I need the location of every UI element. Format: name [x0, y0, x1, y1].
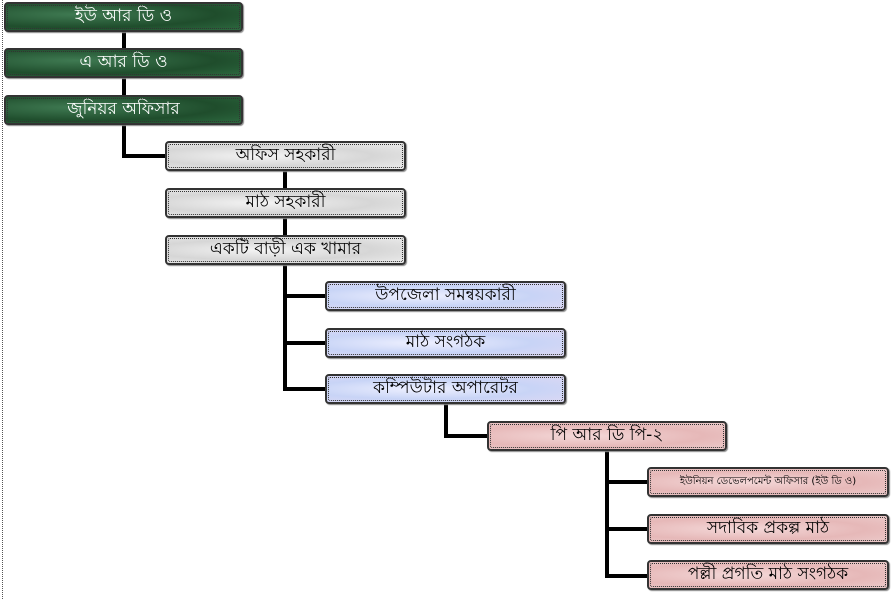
node-label: একটি বাড়ী এক খামার	[209, 239, 362, 259]
connector	[283, 265, 325, 391]
node-label: পি আর ডি পি-২	[550, 425, 664, 445]
node-label: মাঠ সংগঠক	[405, 332, 486, 352]
node-label: ইউনিয়ন ডেভেলপমেন্ট অফিসার (ইউ ডি ও)	[679, 475, 857, 487]
node-label: অফিস সহকারী	[235, 145, 336, 165]
node-upazila-coordinator[interactable]: উপজেলা সমন্বয়কারী	[325, 281, 566, 311]
connector	[444, 404, 487, 438]
node-ektibari[interactable]: একটি বাড়ী এক খামার	[165, 235, 406, 265]
node-label: এ আর ডি ও	[79, 52, 168, 72]
node-label: পল্লী প্রগতি মাঠ সংগঠক	[687, 564, 849, 584]
node-palli-field-organizer[interactable]: পল্লী প্রগতি মাঠ সংগঠক	[647, 560, 889, 590]
node-prdp2[interactable]: পি আর ডি পি-২	[487, 421, 727, 451]
node-label: কম্পিউটার অপারেটর	[373, 378, 518, 398]
node-label: সদাবিক প্রকল্প মাঠ	[706, 518, 830, 538]
connector	[605, 450, 647, 578]
node-field-organizer[interactable]: মাঠ সংগঠক	[325, 328, 566, 358]
connector	[122, 125, 165, 158]
node-aro[interactable]: এ আর ডি ও	[4, 48, 243, 78]
node-udo[interactable]: ইউনিয়ন ডেভেলপমেন্ট অফিসার (ইউ ডি ও)	[647, 467, 889, 497]
node-label: জুনিয়র অফিসার	[67, 99, 180, 119]
node-label: উপজেলা সমন্বয়কারী	[375, 285, 516, 305]
node-label: ইউ আর ডি ও	[74, 6, 173, 26]
node-sadabik[interactable]: সদাবিক প্রকল্প মাঠ	[647, 514, 889, 544]
node-field-assistant[interactable]: মাঠ সহকারী	[165, 188, 406, 218]
node-office-assistant[interactable]: অফিস সহকারী	[165, 141, 406, 171]
node-label: মাঠ সহকারী	[245, 192, 326, 212]
node-junior-officer[interactable]: জুনিয়র অফিসার	[4, 95, 243, 125]
node-computer-operator[interactable]: কম্পিউটার অপারেটর	[325, 374, 566, 404]
margin-guide	[2, 0, 3, 599]
node-uro[interactable]: ইউ আর ডি ও	[4, 2, 243, 32]
